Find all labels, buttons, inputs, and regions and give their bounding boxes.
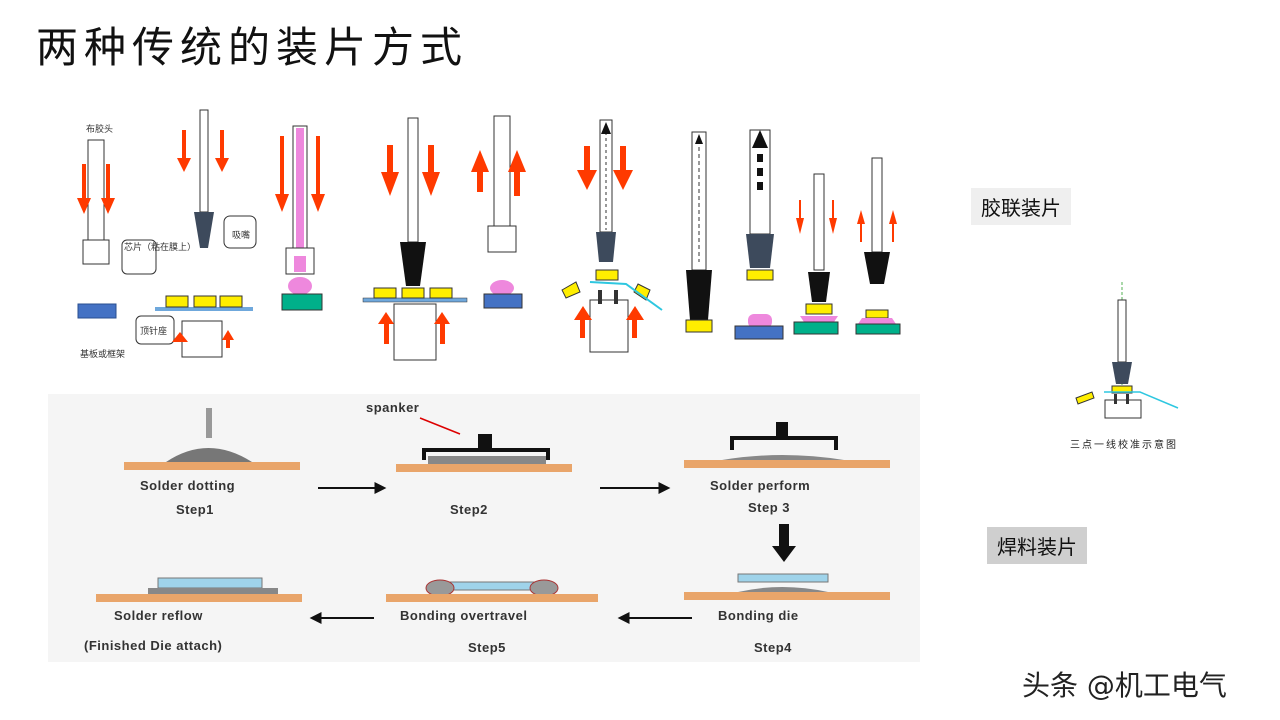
substrate-block <box>77 303 117 319</box>
step1-label: Step1 <box>176 502 214 517</box>
step4-label: Step4 <box>754 640 792 655</box>
step5-label: Step5 <box>468 640 506 655</box>
down-arrow-icon <box>77 164 115 214</box>
chip-on-film-label: 芯片（粘在膜上） <box>124 241 196 253</box>
three-point-alignment-diagram <box>1075 282 1179 419</box>
dispense-tube <box>87 139 105 241</box>
solder-bonding-label: 焊料装片 <box>987 527 1087 564</box>
step6-label: (Finished Die attach) <box>84 638 222 653</box>
substrate-label: 基板或框架 <box>80 348 125 360</box>
step6-caption: Solder reflow <box>114 608 203 623</box>
dispense-head-label: 布胶头 <box>86 123 113 135</box>
glue-bonding-label: 胶联装片 <box>971 188 1071 225</box>
watermark: 头条 @机工电气 <box>1022 669 1227 702</box>
solder-flow-panel: spanker Solder dotting Step1 Step2 Solde… <box>48 394 920 662</box>
alignment-group <box>561 119 663 353</box>
spanker-label: spanker <box>366 400 419 415</box>
step3-label: Step 3 <box>748 500 790 515</box>
pick-die-group: 吸嘴 芯片（粘在膜上） 顶针座 <box>121 109 257 358</box>
nozzle-icon <box>194 212 214 248</box>
lift-group <box>471 115 526 309</box>
alignment-caption: 三点一线校准示意图 <box>1070 440 1178 451</box>
step4-caption: Bonding die <box>718 608 799 623</box>
solder-flow-diagram: spanker Solder dotting Step1 Step2 Solde… <box>84 400 890 655</box>
nozzle-label: 吸嘴 <box>232 230 250 241</box>
step1-caption: Solder dotting <box>140 478 235 493</box>
dispense-head-group: 布胶头 基板或框架 <box>77 123 125 360</box>
dispense-head <box>82 239 110 265</box>
step5-caption: Bonding overtravel <box>400 608 527 623</box>
glue-column-group <box>275 125 325 311</box>
step2-label: Step2 <box>450 502 488 517</box>
bond-die-group <box>362 117 468 361</box>
ejector-label: 顶针座 <box>140 325 167 337</box>
placement-sequence-group <box>685 129 901 340</box>
page-title: 两种传统的装片方式 <box>36 23 469 72</box>
step3-caption: Solder perform <box>710 478 810 493</box>
